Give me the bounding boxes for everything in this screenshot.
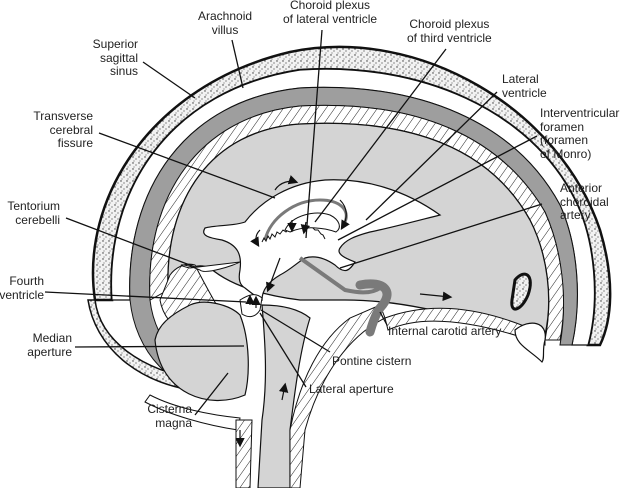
label-line: ventricle (0, 287, 44, 302)
label-line: of Monro) (540, 146, 592, 161)
label-line: Median (32, 331, 72, 345)
label-line: Transverse (33, 109, 93, 123)
label-line: fissure (57, 136, 93, 150)
label-line: sagittal (99, 50, 138, 65)
label-line: Tentorium (7, 199, 60, 213)
label-line: (foramen (540, 133, 589, 147)
label-line: Arachnoid (198, 9, 253, 23)
label-line: Choroid plexus (290, 0, 371, 12)
label-choroid-plexus-third-ventricle: Choroid plexus of third ventricle (407, 17, 492, 45)
label-lateral-ventricle: Lateral ventricle (502, 72, 547, 100)
label-line: aperture (27, 344, 72, 359)
label-fourth-ventricle: Fourth ventricle (0, 274, 44, 302)
label-transverse-cerebral-fissure: Transverse cerebral fissure (30, 109, 93, 151)
label-line: choroidal (560, 194, 609, 209)
label-anterior-choroidal-artery: Anterior choroidal artery (560, 181, 609, 223)
label-line: ventricle (502, 85, 547, 100)
label-internal-carotid-artery: Internal carotid artery (388, 324, 502, 339)
label-line: Internal carotid artery (388, 324, 502, 338)
label-tentorium-cerebelli: Tentorium cerebelli (0, 199, 60, 227)
label-pontine-cistern: Pontine cistern (332, 354, 412, 369)
label-line: sinus (109, 64, 138, 78)
label-superior-sagittal-sinus: Superior sagittal sinus (88, 37, 138, 79)
label-line: of third ventricle (407, 30, 492, 45)
label-line: of lateral ventricle (283, 11, 378, 26)
label-line: Anterior (560, 181, 603, 195)
label-line: Interventricular (540, 106, 620, 120)
label-line: Choroid plexus (409, 17, 490, 31)
label-lateral-aperture: Lateral aperture (309, 382, 394, 397)
label-interventricular-foramen: Interventricular foramen (foramen of Mon… (540, 106, 620, 161)
internal-carotid-artery (298, 256, 392, 337)
frontal-sinus (510, 272, 546, 363)
csf-flow-arrows (235, 175, 453, 448)
label-line: Pontine cistern (332, 354, 412, 368)
choroid-plexus (261, 198, 348, 243)
label-line: cerebelli (15, 212, 60, 227)
label-line: Cisterna (147, 402, 192, 416)
label-arachnoid-villus: Arachnoid villus (198, 9, 253, 37)
label-line: Lateral (502, 72, 539, 86)
label-cisterna-magna: Cisterna magna (140, 402, 192, 430)
label-line: foramen (540, 119, 585, 134)
label-choroid-plexus-lateral-ventricle: Choroid plexus of lateral ventricle (283, 0, 377, 26)
label-line: villus (211, 22, 239, 37)
label-line: Superior (92, 37, 138, 51)
label-line: magna (155, 415, 192, 430)
label-line: Fourth (9, 274, 44, 288)
leader-lines (44, 29, 543, 416)
label-line: Lateral aperture (309, 382, 394, 396)
label-line: cerebral (49, 122, 93, 137)
label-median-aperture: Median aperture (20, 331, 72, 359)
label-line: artery (560, 208, 591, 222)
